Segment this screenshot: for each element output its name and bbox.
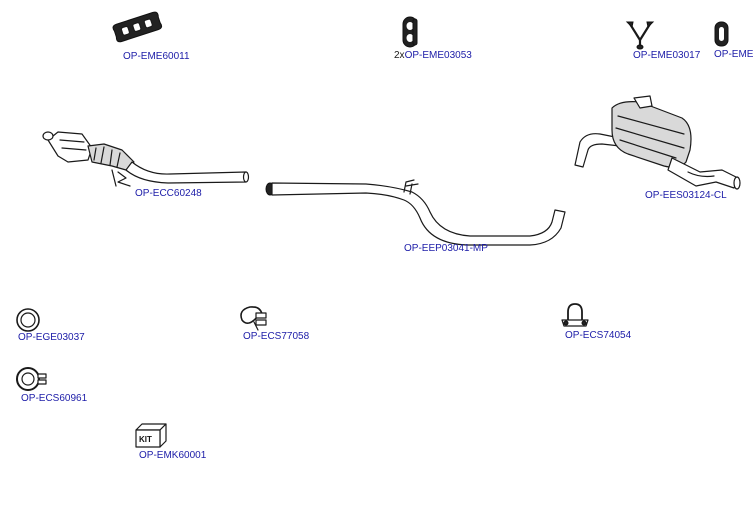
part-label-op-emk60001[interactable]: OP-EMK60001: [139, 450, 207, 461]
kit-box-text: KIT: [139, 435, 152, 444]
v-hanger-icon[interactable]: [625, 21, 655, 50]
catalytic-converter-icon[interactable]: [42, 131, 250, 187]
pipe-clamp-icon[interactable]: [240, 306, 267, 331]
rubber-ring-icon[interactable]: [714, 21, 729, 47]
quantity-label: 2x: [394, 50, 405, 61]
part-label-op-eep03041-mp[interactable]: OP-EEP03041-MP: [404, 243, 488, 254]
part-label-op-eme60011[interactable]: OP-EME60011: [123, 51, 190, 62]
mounting-kit-icon[interactable]: KIT: [135, 423, 167, 448]
rear-silencer-icon[interactable]: [574, 95, 741, 190]
band-clamp-icon[interactable]: [16, 367, 47, 391]
u-clamp-icon[interactable]: [561, 303, 589, 327]
part-label-op-eme03017[interactable]: OP-EME03017: [633, 50, 701, 61]
intermediate-pipe-icon[interactable]: [265, 179, 566, 246]
part-label-op-ecc60248[interactable]: OP-ECC60248: [135, 188, 202, 199]
part-label-op-ecs77058[interactable]: OP-ECS77058: [243, 331, 310, 342]
gasket-ring-icon[interactable]: [16, 308, 40, 332]
part-label-op-ecs74054[interactable]: OP-ECS74054: [565, 330, 632, 341]
mounting-bracket-icon[interactable]: [112, 11, 163, 43]
rubber-hanger-icon[interactable]: [402, 16, 418, 48]
part-label-op-eme03053[interactable]: 2xOP-EME03053: [394, 50, 472, 62]
part-label-op-ecs60961[interactable]: OP-ECS60961: [21, 393, 88, 404]
part-label-op-ege03037[interactable]: OP-EGE03037: [18, 332, 85, 343]
part-number-text: OP-EME03053: [404, 50, 472, 61]
part-label-op-ees03124-cl[interactable]: OP-EES03124-CL: [645, 190, 727, 201]
part-label-op-eme-cut[interactable]: OP-EME: [714, 49, 754, 60]
